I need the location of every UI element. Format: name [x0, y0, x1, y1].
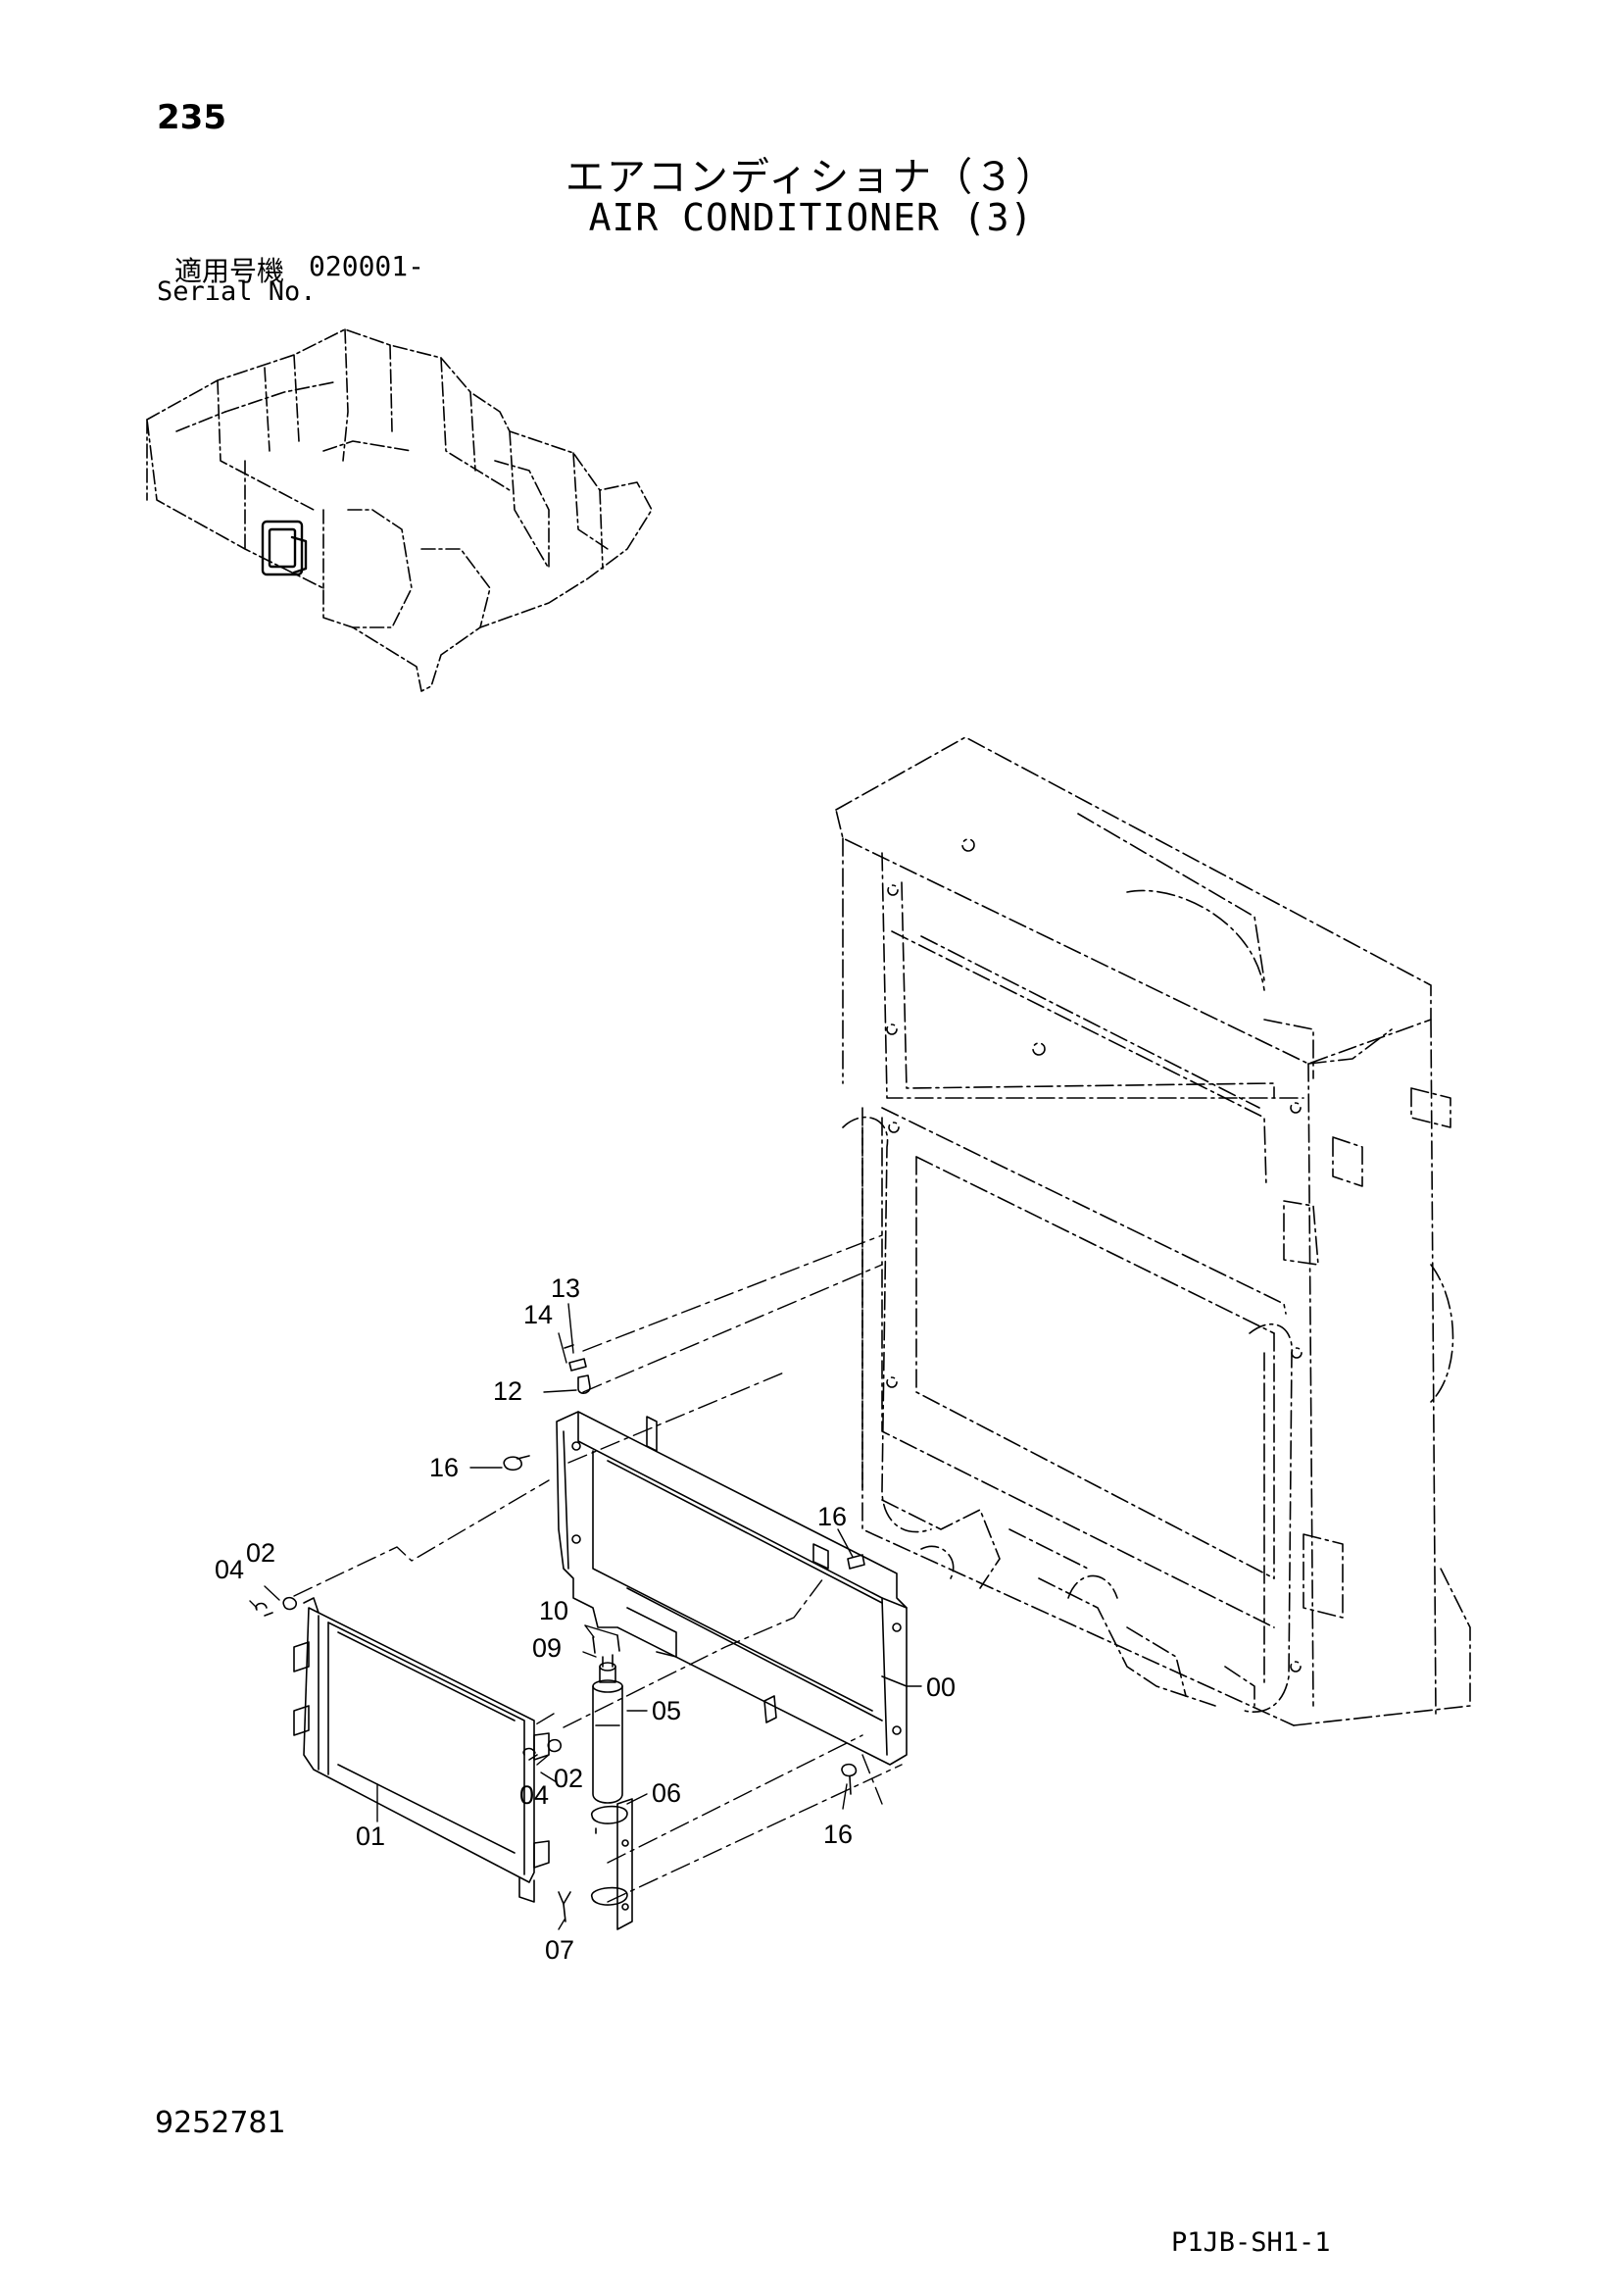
callout-04-right: 04 [519, 1780, 549, 1810]
callout-16-top: 16 [429, 1453, 459, 1482]
callout-leaders [249, 1303, 922, 1930]
callout-02-left: 02 [246, 1538, 275, 1568]
callout-04-left: 04 [215, 1555, 244, 1584]
exploded-assembly-lines [293, 1234, 903, 1903]
fasteners [255, 1344, 865, 1922]
document-number: 9252781 [155, 2106, 286, 2140]
callout-01: 01 [356, 1822, 385, 1851]
callout-16-bottom: 16 [823, 1820, 853, 1849]
drier-bracket-part-06 [591, 1798, 633, 1930]
location-sketch [146, 328, 653, 692]
location-sketch-highlight [261, 520, 308, 576]
callout-12: 12 [493, 1376, 522, 1406]
serial-number-value: 020001- [309, 250, 425, 282]
callout-10: 10 [539, 1596, 568, 1625]
callout-14: 14 [523, 1300, 553, 1329]
callout-05: 05 [652, 1696, 681, 1725]
callout-13: 13 [551, 1273, 580, 1303]
serial-label-english: Serial No. [157, 276, 317, 307]
callout-06: 06 [652, 1778, 681, 1808]
bracket-part-00 [556, 1411, 908, 1766]
sheet-code: P1JB-SH1-1 [1171, 2227, 1331, 2258]
callout-07: 07 [545, 1935, 574, 1965]
radiator-frame [835, 736, 1471, 1726]
receiver-drier-part-05 [592, 1654, 623, 1804]
serial-label-japanese: 適用号機 [174, 255, 285, 287]
page-title-english: AIR CONDITIONER (3) [588, 196, 1034, 239]
callout-02-right: 02 [554, 1764, 583, 1793]
page-title-japanese: エアコンディショナ（３） [565, 155, 1057, 200]
condenser-part-01 [293, 1597, 550, 1903]
callout-00: 00 [926, 1672, 956, 1702]
callout-16-right: 16 [817, 1502, 847, 1531]
page-number: 235 [157, 98, 226, 137]
callout-09: 09 [532, 1633, 562, 1663]
